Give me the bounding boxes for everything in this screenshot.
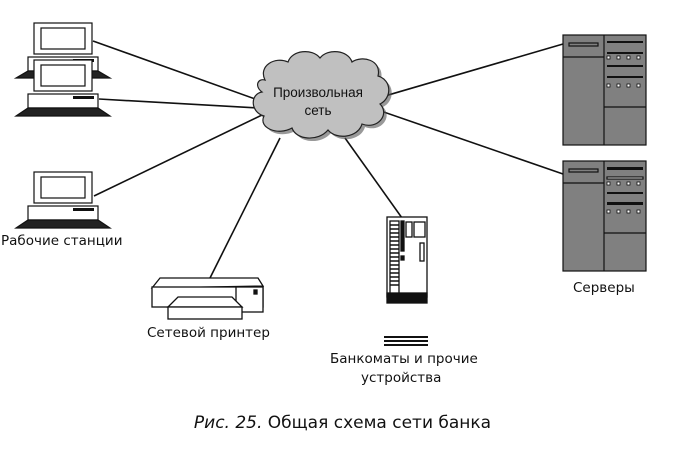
connection-workstation-2 (98, 98, 259, 109)
cloud-label-line1: Произвольная (273, 85, 363, 100)
server-icon (562, 34, 647, 272)
figure-title: Общая схема сети банка (262, 413, 492, 433)
cloud-label-line2: сеть (304, 103, 332, 118)
workstations-label: Рабочие станции (1, 233, 123, 249)
connection-atm (344, 137, 413, 233)
more-devices-icon (384, 336, 428, 346)
workstation-icon (13, 22, 113, 229)
connection-printer (209, 137, 281, 279)
atm-label-line1: Банкоматы и прочие (330, 351, 478, 367)
figure-number: Рис. 25. (193, 413, 263, 433)
atm-label-line2: устройства (361, 370, 442, 386)
connection-lines (92, 40, 564, 279)
printer-label: Сетевой принтер (147, 325, 270, 341)
atm-icon (386, 216, 428, 304)
printer-icon (150, 277, 265, 320)
cloud-label: Произвольная сеть (258, 84, 378, 120)
figure-caption: Рис. 25. Общая схема сети банка (0, 413, 685, 433)
cloud-network (252, 51, 392, 142)
connection-workstation-3 (93, 114, 263, 197)
connection-server-1 (377, 43, 564, 99)
servers-label: Серверы (573, 280, 635, 296)
connection-workstation-1 (92, 40, 259, 101)
connection-server-2 (377, 109, 564, 175)
